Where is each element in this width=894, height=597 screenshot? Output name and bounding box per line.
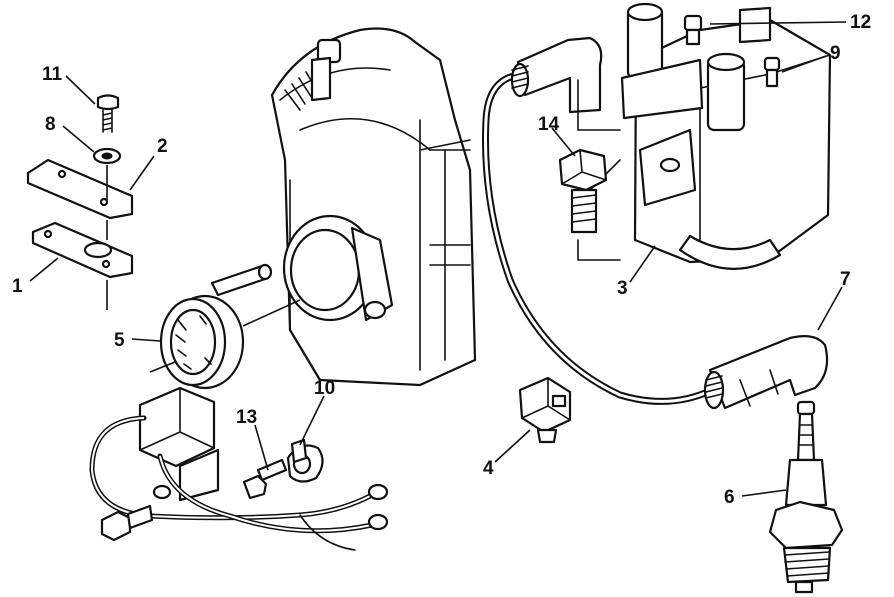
spark-plug-boot: [703, 335, 829, 410]
wiring-harness: [89, 415, 389, 551]
harness-screw: [100, 484, 172, 542]
bracket-plate-lower: [31, 221, 134, 279]
ignition-coil: [577, 2, 832, 270]
coil-mounting-bolt: [558, 148, 608, 234]
callout-4: 4: [483, 458, 494, 479]
callout-13: 13: [236, 407, 257, 428]
clamp-screw: [242, 458, 288, 500]
callout-5: 5: [114, 330, 125, 351]
callout-3: 3: [617, 278, 628, 299]
callout-14: 14: [538, 114, 560, 135]
callout-2: 2: [157, 136, 168, 157]
coil-terminals: [683, 14, 781, 88]
upper-wire-boot: [510, 36, 603, 114]
electronic-module: [138, 386, 220, 502]
callout-9: 9: [830, 43, 841, 64]
callout-labels: 1 2 3 4 5 6 7 8 9 10 11 12 13 14: [12, 12, 871, 508]
housing-collar: [282, 214, 394, 322]
ignition-wire: [482, 71, 716, 405]
screw-and-washer: [92, 94, 122, 310]
dowel-pin: [210, 263, 273, 297]
wire-connector: [518, 376, 572, 444]
flywheel-housing: [270, 27, 477, 387]
bracket-plate-upper: [26, 158, 134, 220]
oil-seal: [149, 294, 301, 390]
callout-10: 10: [314, 378, 335, 399]
callout-6: 6: [724, 487, 735, 508]
callout-11: 11: [42, 64, 63, 85]
callout-1: 1: [12, 276, 23, 297]
callout-12: 12: [850, 12, 871, 33]
cable-clamp: [286, 438, 324, 483]
spark-plug: [768, 400, 844, 594]
leader-lines: [29, 21, 847, 497]
callout-7: 7: [840, 269, 851, 290]
callout-8: 8: [45, 114, 56, 135]
